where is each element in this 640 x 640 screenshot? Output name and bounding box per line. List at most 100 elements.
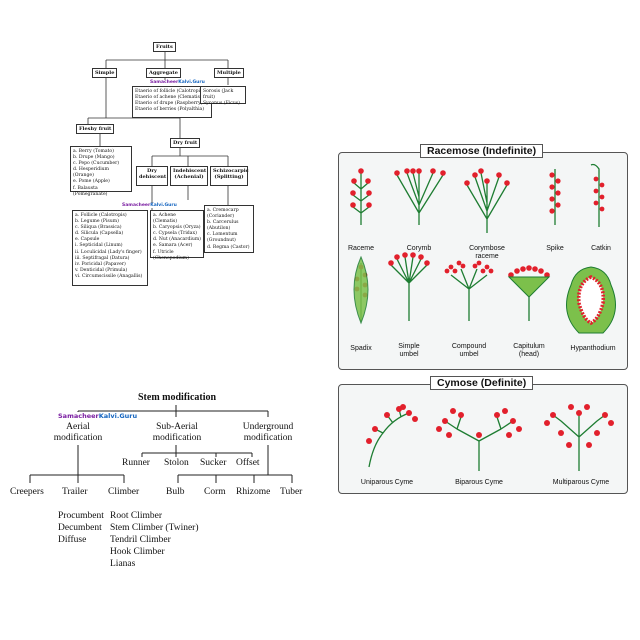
- label-corymb: Corymb: [406, 245, 432, 252]
- dehiscent-item: v. Denticidal (Primula): [75, 268, 128, 274]
- label-biparous-cyme: Biparous Cyme: [455, 479, 503, 486]
- multiple-node: Multiple: [214, 68, 244, 78]
- stem-title: Stem modification: [138, 392, 217, 403]
- dehiscent-item: b. Legume (Pisum): [75, 218, 119, 224]
- dehiscent-item: a. Follicle (Calotropis): [75, 212, 127, 218]
- schizocarpic-item: d. Regma (Castor): [207, 244, 250, 250]
- trailer-item: Decumbent: [58, 523, 102, 533]
- multiple-items-box: Sorosis (Jack fruit) Syconus (Ficus): [200, 86, 246, 106]
- climber-item: Hook Climber: [110, 547, 165, 557]
- label-raceme: Raceme: [347, 245, 375, 252]
- multiple-item: Syconus (Ficus): [203, 100, 240, 106]
- cymose-title: Cymose (Definite): [430, 376, 534, 390]
- racemose-illustrations: [350, 163, 616, 334]
- fruit-watermark: SamacheerKalvi.Guru: [150, 80, 205, 85]
- trailer-list: Procumbent Decumbent Diffuse: [58, 510, 104, 546]
- dehiscent-item: iii. Septifragal (Datura): [75, 255, 130, 261]
- schizocarpic-item: b. Carcerulus (Abutilon): [207, 219, 239, 232]
- fleshy-items-box: a. Berry (Tomato) b. Drupe (Mango) c. Pe…: [70, 146, 132, 197]
- cymose-flowers: [366, 404, 614, 448]
- racemose-shapes: [353, 255, 616, 334]
- schizocarpic-node: Schizocarpic (Splitting): [210, 166, 249, 186]
- fruit-watermark-2: SamacheerKalvi.Guru: [122, 203, 177, 208]
- label-uniparous-cyme: Uniparous Cyme: [360, 479, 414, 486]
- corm-node: Corm: [204, 487, 226, 497]
- aerial-node: Aerial modification: [53, 422, 103, 443]
- stem-watermark: SamacheerKalvi.Guru: [58, 412, 138, 420]
- trailer-item: Procumbent: [58, 511, 104, 521]
- climber-list: Root Climber Stem Climber (Twiner) Tendr…: [110, 510, 199, 570]
- indehiscent-item: c. Cypsela (Tridax): [153, 231, 197, 237]
- aggregate-items-box: Etaerio of follicle (Calotropis) Etaerio…: [132, 86, 212, 118]
- climber-node: Climber: [108, 487, 140, 497]
- dehiscent-item: iv. Poricidal (Papaver): [75, 262, 126, 267]
- label-hypanthodium: Hypanthodium: [570, 345, 616, 352]
- climber-item: Lianas: [110, 559, 136, 569]
- watermark-part-b: Kalvi.Guru: [150, 203, 177, 208]
- fleshy-item: b. Drupe (Mango): [73, 154, 115, 160]
- aggregate-item: Etaerio of follicle (Calotropis): [135, 88, 205, 94]
- racemose-flowers: [350, 168, 605, 298]
- creepers-node: Creepers: [10, 487, 44, 497]
- dehiscent-item: d. Silicula (Capsella): [75, 231, 124, 237]
- indehiscent-item: f. Utricle (Chenopodium): [153, 249, 189, 261]
- watermark-part-b: Kalvi.Guru: [178, 80, 205, 85]
- rhizome-node: Rhizome: [236, 487, 271, 497]
- schizocarpic-item: a. Cremocarp (Coriander): [207, 207, 239, 219]
- fleshy-item: d. Hesperidium (Orange): [73, 167, 109, 179]
- aggregate-item: Etaerio of drupe (Raspberry): [135, 100, 203, 106]
- climber-item: Tendril Climber: [110, 535, 171, 545]
- label-catkin: Catkin: [591, 245, 611, 252]
- dehiscent-item: ii. Loculicidal (Lady's finger): [75, 249, 142, 255]
- label-multiparous-cyme: Multiparous Cyme: [552, 479, 610, 486]
- fleshy-item: e. Pome (Apple): [73, 179, 110, 185]
- underground-node: Underground modification: [242, 422, 294, 443]
- dehiscent-item: i. Septicidal (Linum): [75, 243, 123, 249]
- watermark-part-b: Kalvi.Guru: [98, 412, 138, 420]
- schizocarpic-items-box: a. Cremocarp (Coriander) b. Carcerulus (…: [204, 205, 254, 253]
- aggregate-item: Etaerio of berries (Polyalthia): [135, 107, 205, 113]
- indehiscent-item: d. Nut (Anacardium): [153, 237, 201, 243]
- fleshy-fruit-node: Fleshy fruit: [76, 124, 115, 134]
- schizocarpic-item: c. Lomentum (Groundnut): [207, 232, 238, 244]
- sub-aerial-node: Sub-Aerial modification: [152, 422, 202, 443]
- dehiscent-item: c. Siliqua (Brassica): [75, 224, 122, 230]
- dry-dehiscent-node: Dry dehiscent: [136, 166, 168, 186]
- dehiscent-item: vi. Circumscissile (Anagallis): [75, 274, 143, 280]
- aggregate-item: Etaerio of achene (Clematis): [135, 94, 202, 100]
- bulb-node: Bulb: [166, 487, 185, 497]
- climber-item: Stem Climber (Twiner): [110, 523, 199, 533]
- dry-fruit-node: Dry fruit: [170, 138, 201, 148]
- indehiscent-node: Indehiscent (Achenial): [170, 166, 208, 186]
- climber-item: Root Climber: [110, 511, 162, 521]
- indehiscent-item: b. Caryopsis (Oryza): [153, 224, 201, 230]
- indehiscent-item: a. Achene (Clematis): [153, 212, 178, 224]
- label-corymbose-raceme: Corymbose raceme: [469, 245, 505, 260]
- watermark-part-a: Samacheer: [150, 80, 179, 85]
- label-spadix: Spadix: [350, 345, 372, 352]
- label-compound-umbel: Compound umbel: [451, 343, 487, 358]
- tuber-node: Tuber: [280, 487, 303, 497]
- watermark-part-a: Samacheer: [122, 203, 151, 208]
- label-simple-umbel: Simple umbel: [398, 343, 420, 358]
- runner-node: Runner: [122, 458, 150, 468]
- label-capitulum: Capitulum (head): [513, 343, 545, 358]
- fleshy-item: a. Berry (Tomato): [73, 148, 114, 154]
- sucker-node: Sucker: [200, 458, 227, 468]
- watermark-part-a: Samacheer: [58, 412, 99, 420]
- fleshy-item: f. Balausta (Pomegranate): [73, 185, 108, 197]
- trailer-node: Trailer: [62, 487, 88, 497]
- aggregate-node: Aggregate: [146, 68, 181, 78]
- cymose-illustrations: [366, 404, 614, 471]
- fruits-root-node: Fruits: [153, 42, 176, 52]
- dehiscent-item: e. Capsule: [75, 237, 100, 243]
- cymose-panel: Uniparous Cyme Biparous Cyme Multiparous…: [338, 384, 628, 494]
- indehiscent-items-box: a. Achene (Clematis) b. Caryopsis (Oryza…: [150, 210, 204, 261]
- racemose-panel: Raceme Corymb Corymbose raceme Spike Cat…: [338, 152, 628, 370]
- indehiscent-item: e. Samara (Acer): [153, 243, 193, 249]
- simple-node: Simple: [92, 68, 118, 78]
- stolon-node: Stolon: [164, 458, 189, 468]
- label-spike: Spike: [546, 245, 564, 252]
- racemose-title: Racemose (Indefinite): [420, 144, 544, 158]
- fleshy-item: c. Pepo (Cucumber): [73, 160, 120, 166]
